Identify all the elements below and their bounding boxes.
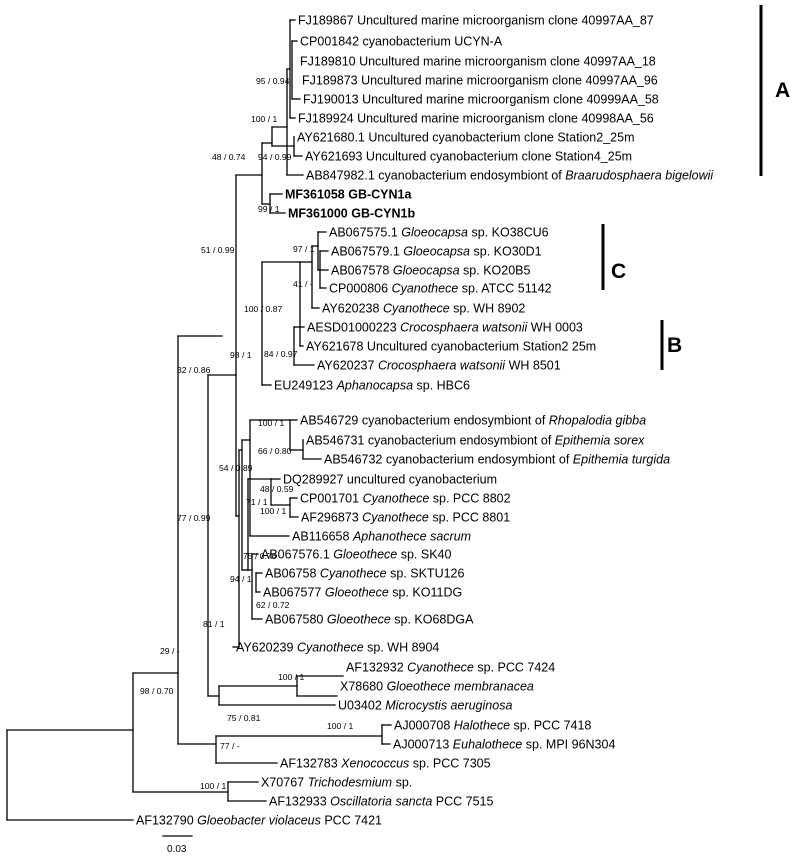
support-value: 75 / 0.76 xyxy=(243,551,277,561)
taxon-label: MF361000 GB-CYN1b xyxy=(288,207,415,221)
clade-label-c: C xyxy=(611,260,626,283)
taxon-label: CP001842 cyanobacterium UCYN-A xyxy=(300,35,503,49)
taxon-label: AY621678 Uncultured cyanobacterium Stati… xyxy=(306,340,596,354)
taxon-label: DQ289927 uncultured cyanobacterium xyxy=(283,473,497,487)
support-value: 84 / 0.97 xyxy=(264,349,298,359)
taxon-label: FJ190013 Uncultured marine microorganism… xyxy=(303,93,659,107)
taxon-label: AB546731 cyanobacterium endosymbiont of … xyxy=(306,434,645,448)
taxon-label: FJ189873 Uncultured marine microorganism… xyxy=(302,74,658,88)
support-value: 100 / 1 xyxy=(200,781,227,791)
support-value: 95 / 0.94 xyxy=(256,76,290,86)
taxon-label: AY620237 Crocosphaera watsonii WH 8501 xyxy=(317,359,561,373)
taxon-label: AB067576.1 Gloeothece sp. SK40 xyxy=(261,548,451,562)
taxon-label: AB067580 Gloeothece sp. KO68DGA xyxy=(265,613,474,627)
support-value: 62 / 0.72 xyxy=(256,600,290,610)
taxon-label: U03402 Microcystis aeruginosa xyxy=(338,699,512,713)
support-value: 100 / 1 xyxy=(278,672,305,682)
support-value: 51 / 0.99 xyxy=(201,245,235,255)
taxon-label: X78680 Gloeothece membranacea xyxy=(340,680,534,694)
taxon-label: AB067575.1 Gloeocapsa sp. KO38CU6 xyxy=(329,226,549,240)
taxon-label: AB116658 Aphanothece sacrum xyxy=(292,530,471,544)
clade-markers: A C B xyxy=(601,5,790,370)
support-value: 98 / 0.70 xyxy=(140,686,174,696)
clade-label-b: B xyxy=(667,334,682,357)
taxon-label: FJ189924 Uncultured marine microorganism… xyxy=(298,112,654,126)
taxon-label: AF132933 Oscillatoria sancta PCC 7515 xyxy=(269,795,493,809)
taxon-label: FJ189810 Uncultured marine microorganism… xyxy=(300,55,656,69)
support-value: 41 / - xyxy=(293,279,313,289)
support-value: 100 / 1 xyxy=(258,418,285,428)
support-value: 81 / 1 xyxy=(203,619,225,629)
taxon-label: AB067578 Gloeocapsa sp. KO20B5 xyxy=(331,264,531,278)
support-values: 95 / 0.94 100 / 1 94 / 0.99 48 / 0.74 99 / 1… xyxy=(140,76,354,791)
support-value: 75 / 0.81 xyxy=(227,713,261,723)
taxon-label: AY621680.1 Uncultured cyanobacterium clo… xyxy=(297,131,634,145)
taxon-label: AF132932 Cyanothece sp. PCC 7424 xyxy=(346,661,555,675)
taxon-label: AY620238 Cyanothece sp. WH 8902 xyxy=(322,302,525,316)
support-value: 48 / 0.74 xyxy=(212,152,246,162)
support-value: 100 / 0.87 xyxy=(244,304,282,314)
taxon-label: AJ000713 Euhalothece sp. MPI 96N304 xyxy=(393,738,615,752)
support-value: 32 / 0.86 xyxy=(177,365,211,375)
support-value: 94 / 0.99 xyxy=(258,152,292,162)
taxon-label: AB067577 Gloeothece sp. KO11DG xyxy=(263,586,462,600)
support-value: 77 / 0.99 xyxy=(177,513,211,523)
scale-bar: 0.03 xyxy=(162,835,193,855)
taxon-label: EU249123 Aphanocapsa sp. HBC6 xyxy=(274,379,470,393)
taxon-label: FJ189867 Uncultured marine microorganism… xyxy=(298,14,654,28)
taxon-label: AB546732 cyanobacterium endosymbiont of … xyxy=(324,453,670,467)
tree-branches xyxy=(6,19,392,821)
taxon-label: X70767 Trichodesmium sp. xyxy=(261,776,412,790)
support-value: 100 / 1 xyxy=(260,506,287,516)
taxon-label: AB06758 Cyanothece sp. SKTU126 xyxy=(265,567,465,581)
support-value: 94 / 1 xyxy=(230,574,252,584)
taxon-label: AF132783 Xenococcus sp. PCC 7305 xyxy=(280,757,491,771)
taxon-label: CP001701 Cyanothece sp. PCC 8802 xyxy=(300,492,511,506)
support-value: 100 / 1 xyxy=(327,721,354,731)
support-value: 66 / 0.80 xyxy=(258,446,292,456)
taxon-label: AF296873 Cyanothece sp. PCC 8801 xyxy=(301,511,510,525)
support-value: 77 / - xyxy=(220,741,240,751)
support-value: 48 / 0.59 xyxy=(260,484,294,494)
scale-bar-label: 0.03 xyxy=(167,844,187,855)
taxon-label: AF132790 Gloeobacter violaceus PCC 7421 xyxy=(136,814,382,828)
taxon-label: AY621693 Uncultured cyanobacterium clone… xyxy=(305,150,632,164)
taxon-label: AJ000708 Halothece sp. PCC 7418 xyxy=(394,719,591,733)
taxon-label: AB546729 cyanobacterium endosymbiont of … xyxy=(300,414,646,428)
support-value: 29 / - xyxy=(160,646,180,656)
clade-label-a: A xyxy=(775,79,790,102)
support-value: 98 / 1 xyxy=(230,350,252,360)
taxon-label: MF361058 GB-CYN1a xyxy=(285,188,412,202)
taxon-label: CP000806 Cyanothece sp. ATCC 51142 xyxy=(329,282,552,296)
support-value: 71 / 1 xyxy=(246,497,268,507)
support-value: 97 / 1 xyxy=(293,244,315,254)
support-value: 54 / 0.89 xyxy=(219,463,253,473)
taxon-label: AB067579.1 Gloeocapsa sp. KO30D1 xyxy=(331,245,542,259)
taxon-label: AY620239 Cyanothece sp. WH 8904 xyxy=(236,641,439,655)
tip-labels: FJ189867 Uncultured marine microorganism… xyxy=(136,14,714,828)
support-value: 99 / 1 xyxy=(258,204,280,214)
taxon-label: AB847982.1 cyanobacterium endosymbiont o… xyxy=(306,169,714,183)
taxon-label: AESD01000223 Crocosphaera watsonii WH 00… xyxy=(307,321,583,335)
support-value: 100 / 1 xyxy=(251,114,278,124)
